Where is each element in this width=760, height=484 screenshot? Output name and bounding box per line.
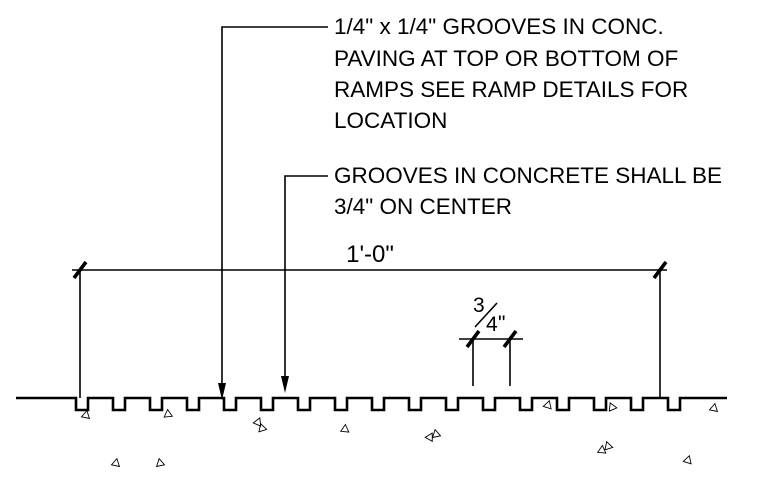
note-line: RAMPS SEE RAMP DETAILS FOR <box>334 77 688 102</box>
groove-size-note: 1/4" x 1/4" GROOVES IN CONC. PAVING AT T… <box>334 14 688 133</box>
note-line: 1/4" x 1/4" GROOVES IN CONC. <box>334 14 664 39</box>
aggregate-mark <box>110 457 121 468</box>
dimension-tick <box>465 329 481 349</box>
groove-spacing-note: GROOVES IN CONCRETE SHALL BE 3/4" ON CEN… <box>334 163 722 219</box>
dimension-tick <box>72 260 88 280</box>
aggregate-mark <box>155 457 166 468</box>
leader-groove-note <box>218 26 328 400</box>
dimension-tick <box>652 260 668 280</box>
inch-mark: " <box>498 312 505 335</box>
leader-spacing-note <box>281 175 328 393</box>
spacing-dimension: 3 4 " <box>459 294 523 386</box>
aggregate-mark <box>258 422 268 433</box>
leader-arrowhead <box>281 376 289 393</box>
note-line: 3/4" ON CENTER <box>334 194 512 219</box>
aggregate-mark <box>608 402 618 412</box>
aggregate-mark <box>424 432 433 443</box>
dimension-tick <box>502 329 518 349</box>
overall-dimension-label: 1'-0" <box>346 241 394 268</box>
concrete-surface-profile <box>16 396 727 412</box>
note-line: LOCATION <box>334 108 447 133</box>
aggregate-mark <box>542 399 552 410</box>
aggregate-mark <box>604 440 614 451</box>
fraction-numerator: 3 <box>473 294 485 317</box>
aggregate-mark <box>80 409 91 420</box>
note-line: PAVING AT TOP OR BOTTOM OF <box>334 46 678 71</box>
overall-dimension: 1'-0" <box>72 241 668 398</box>
aggregate-mark <box>339 423 350 433</box>
aggregate-mark <box>708 402 719 413</box>
aggregate-mark <box>596 444 607 454</box>
fraction-slash <box>474 302 498 328</box>
aggregate-mark <box>163 408 174 418</box>
aggregate-mark <box>252 417 262 427</box>
fraction-denominator: 4 <box>486 313 498 336</box>
aggregate-mark <box>431 428 442 439</box>
note-line: GROOVES IN CONCRETE SHALL BE <box>334 163 722 188</box>
aggregate-mark <box>682 454 692 465</box>
concrete-aggregate-hatch <box>80 399 719 468</box>
leader-arrowhead <box>218 383 226 400</box>
